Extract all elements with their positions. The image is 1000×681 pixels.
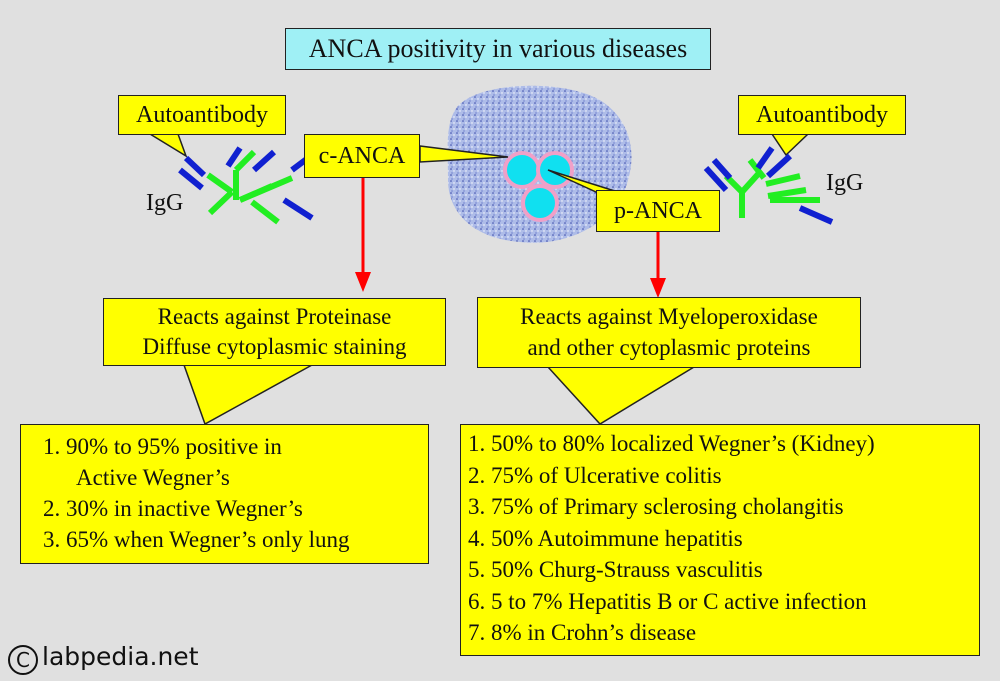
autoantibody-left-pointer: [147, 133, 188, 158]
list-item: 3. 75% of Primary sclerosing cholangitis: [468, 494, 844, 519]
igg-label-left: IgG: [146, 190, 184, 216]
list-item: 5. 50% Churg-Strauss vasculitis: [468, 557, 763, 582]
p-anca-reaction-box: Reacts against Myeloperoxidase and other…: [477, 297, 861, 368]
list-item: 6. 5 to 7% Hepatitis B or C active infec…: [468, 588, 867, 614]
autoantibody-label-right: Autoantibody: [738, 95, 906, 135]
list-item: Active Wegner’s: [76, 465, 230, 490]
c-anca-reaction-box: Reacts against Proteinase Diffuse cytopl…: [103, 298, 446, 366]
igg-antibody-left-icon: [178, 146, 314, 225]
list-item: 2. 75% of Ulcerative colitis: [468, 462, 722, 488]
list-item: 4. 50% Autoimmune hepatitis: [468, 525, 743, 551]
nucleus-granules: [503, 151, 574, 222]
igg-label-right: IgG: [826, 170, 864, 196]
p-anca-label: p-ANCA: [596, 190, 720, 232]
list-item: 1. 90% to 95% positive in: [43, 434, 282, 459]
c-anca-disease-list: 1. 90% to 95% positive in Active Wegner’…: [20, 424, 429, 564]
c-reaction-pointer: [182, 364, 313, 426]
site-name: labpedia.net: [42, 642, 199, 671]
c-anca-reaction-line1: Reacts against Proteinase: [157, 304, 392, 329]
c-anca-reaction-line2: Diffuse cytoplasmic staining: [142, 334, 407, 359]
p-anca-arrow: [650, 232, 666, 298]
igg-antibody-right-icon: [703, 146, 834, 225]
autoantibody-right-pointer: [770, 133, 810, 157]
list-item: 1. 50% to 80% localized Wegner’s (Kidney…: [468, 431, 875, 456]
p-anca-reaction-line1: Reacts against Myeloperoxidase: [520, 304, 818, 329]
p-reaction-pointer: [546, 366, 697, 425]
p-anca-reaction-line2: and other cytoplasmic proteins: [527, 335, 811, 360]
c-anca-pointer: [419, 145, 509, 163]
list-item: 7. 8% in Crohn’s disease: [468, 620, 697, 645]
page-title: ANCA positivity in various diseases: [285, 28, 711, 70]
list-item: 2. 30% in inactive Wegner’s: [43, 496, 303, 521]
autoantibody-label-left: Autoantibody: [118, 95, 286, 135]
list-item: 3. 65% when Wegner’s only lung: [43, 527, 350, 552]
copyright-icon: C: [8, 645, 38, 675]
p-anca-disease-list: 1. 50% to 80% localized Wegner’s (Kidney…: [460, 424, 980, 656]
c-anca-label: c-ANCA: [304, 134, 420, 178]
c-anca-arrow: [355, 178, 371, 292]
